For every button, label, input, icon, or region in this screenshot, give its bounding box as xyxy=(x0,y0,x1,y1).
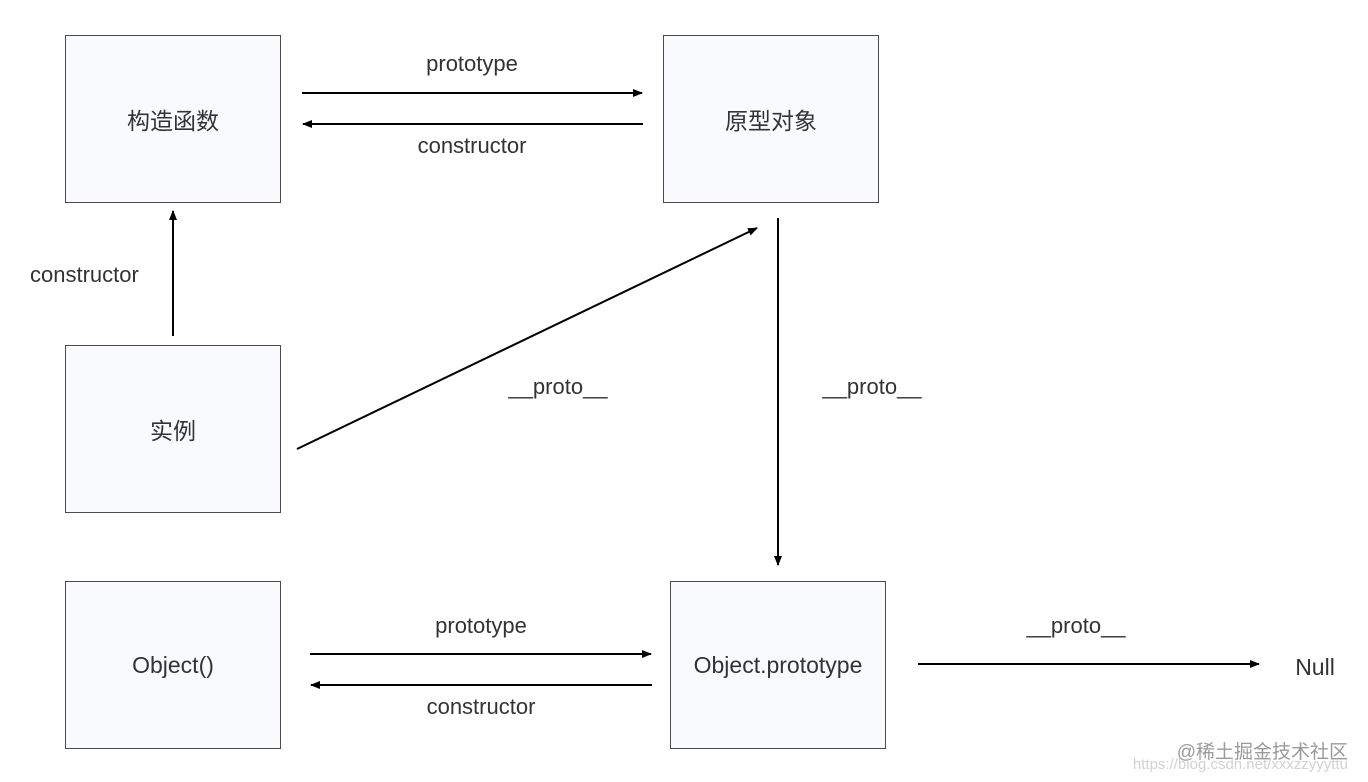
edge-label-object-proto-to-object: constructor xyxy=(426,694,536,719)
edge-label-proto-to-object-proto: __proto__ xyxy=(822,374,922,399)
node-object-function-label: Object() xyxy=(132,651,214,678)
node-object-prototype-label: Object.prototype xyxy=(693,651,863,678)
node-prototype-object-label: 原型对象 xyxy=(725,108,817,134)
edge-label-instance-to-proto: __proto__ xyxy=(508,374,608,399)
edge-label-proto-to-fn: constructor xyxy=(417,133,527,158)
node-constructor-function: 构造函数 xyxy=(65,35,281,203)
edge-label-object-proto-to-null: __proto__ xyxy=(1026,613,1126,638)
edge-label-object-to-object-proto: prototype xyxy=(435,613,527,638)
node-object-prototype: Object.prototype xyxy=(670,581,886,749)
node-instance-label: 实例 xyxy=(150,418,196,444)
edge-label-instance-to-fn: constructor xyxy=(30,262,139,287)
node-instance: 实例 xyxy=(65,345,281,513)
node-null-label: Null xyxy=(1295,654,1335,680)
node-constructor-function-label: 构造函数 xyxy=(127,108,219,134)
edge-label-fn-to-proto: prototype xyxy=(426,51,518,76)
node-prototype-object: 原型对象 xyxy=(663,35,879,203)
arrow-instance-to-proto xyxy=(296,227,758,450)
node-object-function: Object() xyxy=(65,581,281,749)
watermark-url: https://blog.csdn.net/xxxzzyyyttu xyxy=(1132,756,1348,773)
watermark-text: @稀土掘金技术社区 xyxy=(1176,742,1348,763)
